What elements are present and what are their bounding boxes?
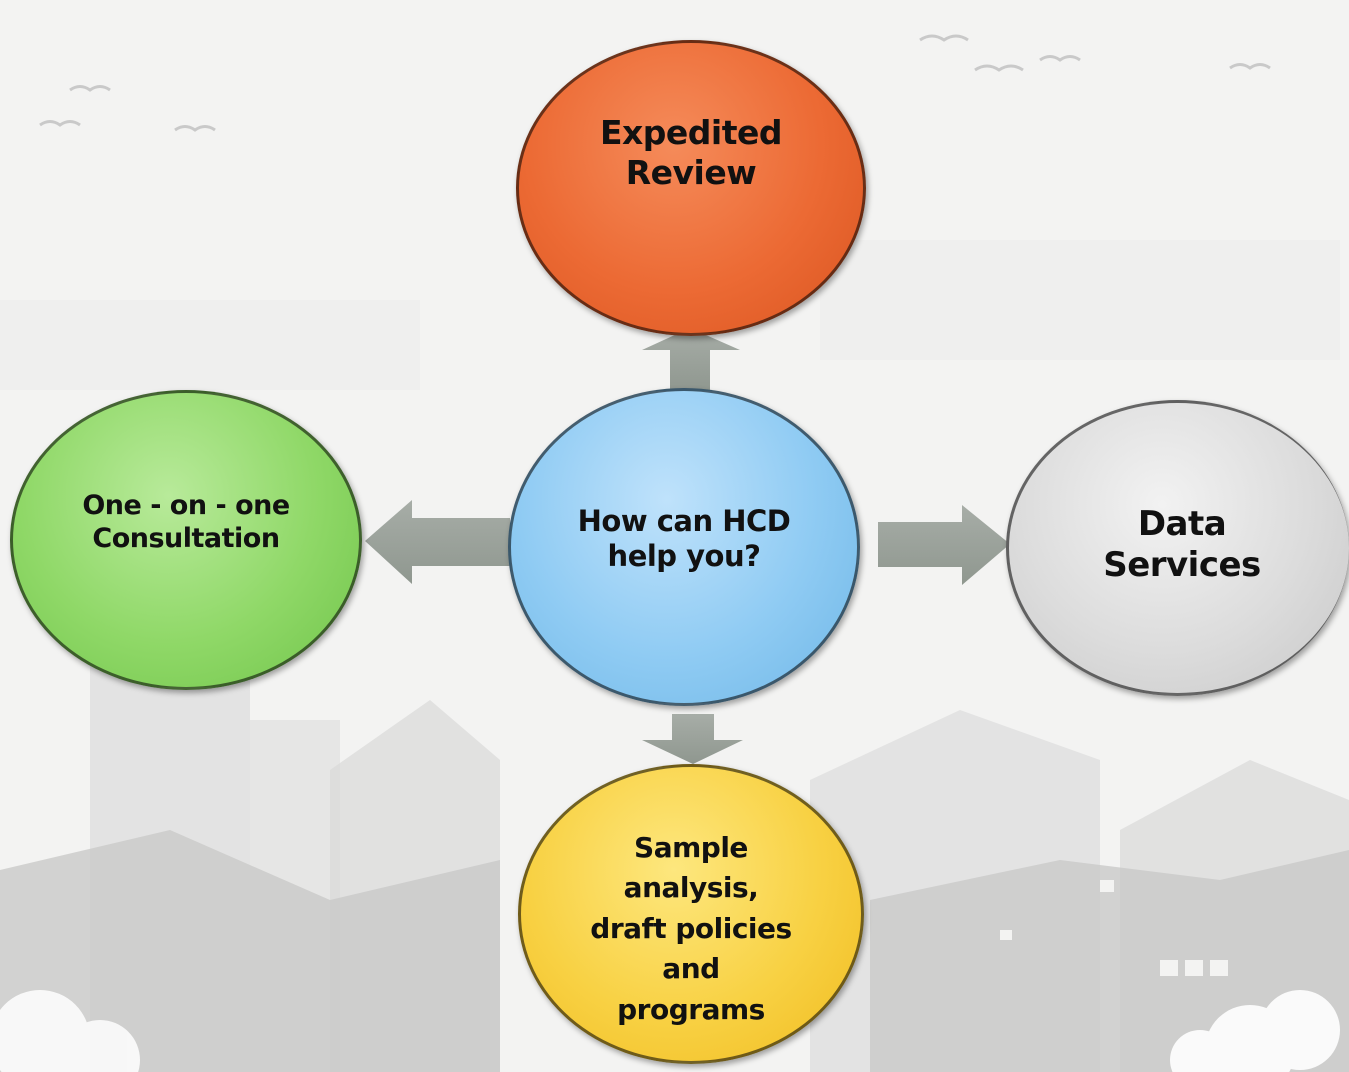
consultation-node: One - on - one Consultation — [10, 390, 362, 690]
arrow-down — [642, 714, 743, 764]
sample-analysis-label: Sample analysis, draft policies and prog… — [590, 830, 792, 1026]
data-services-node: Data Services — [1006, 400, 1349, 696]
center-node: How can HCD help you? — [508, 388, 860, 706]
data-services-label: Data Services — [1103, 503, 1261, 585]
consultation-label: One - on - one Consultation — [82, 489, 290, 554]
arrow-left — [365, 500, 510, 584]
arrow-right — [878, 505, 1010, 585]
birds-decoration — [39, 34, 1271, 132]
arrow-up — [642, 328, 740, 392]
expedited-review-label: Expedited Review — [599, 112, 783, 192]
sample-analysis-node: Sample analysis, draft policies and prog… — [518, 764, 864, 1064]
center-label: How can HCD help you? — [577, 503, 791, 573]
expedited-review-node: Expedited Review — [516, 40, 866, 336]
